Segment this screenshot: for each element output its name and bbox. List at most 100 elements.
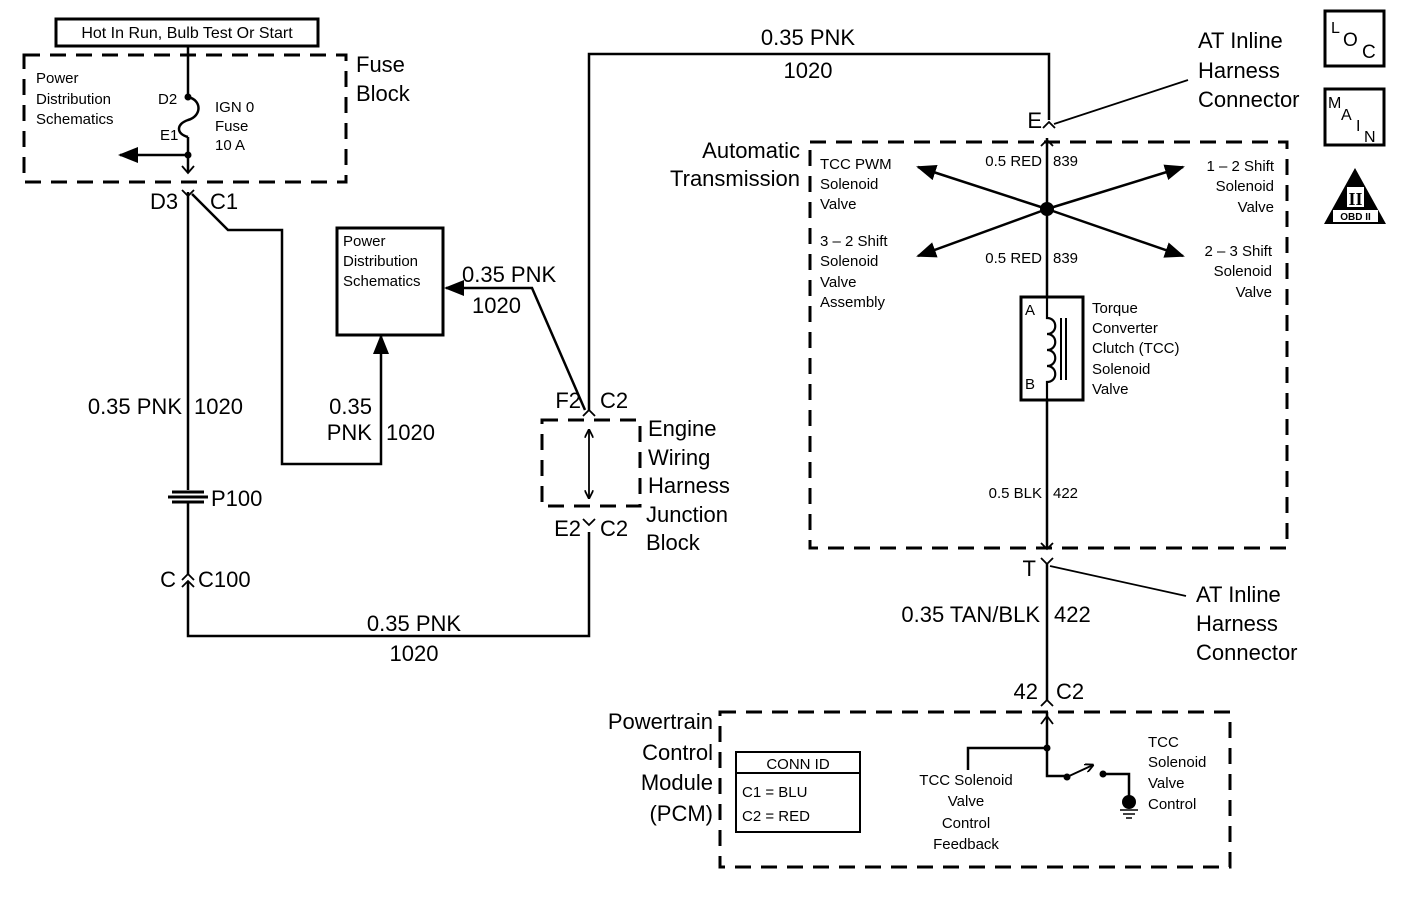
shift-12-label-2: Solenoid xyxy=(1216,178,1274,195)
wire-top-gauge: 0.35 PNK xyxy=(761,25,855,50)
loc-letter-l: L xyxy=(1331,20,1340,37)
feedback-label-3: Control xyxy=(942,815,990,832)
pds-box-label-3: Schematics xyxy=(343,273,421,290)
junction-label-5: Block xyxy=(646,530,701,555)
pcm-label-4: (PCM) xyxy=(649,801,713,826)
fuse-block-label-2: Block xyxy=(356,81,411,106)
main-letter-i: I xyxy=(1356,118,1360,135)
tcc-pwm-label-1: TCC PWM xyxy=(820,156,892,173)
inline-top-connector-icon xyxy=(1042,120,1056,129)
wire-pds-side-circuit: 1020 xyxy=(472,293,521,318)
arrow-tcc-pwm xyxy=(916,164,1048,211)
power-source-box: Hot In Run, Bulb Test Or Start xyxy=(54,17,320,48)
power-source-label: Hot In Run, Bulb Test Or Start xyxy=(81,25,293,42)
wire-bottom-gauge: 0.35 PNK xyxy=(367,611,461,636)
tcc-label-3: Clutch (TCC) xyxy=(1092,340,1180,357)
wire-to-switch xyxy=(1045,748,1067,778)
junction-bottom-conn: C2 xyxy=(600,516,628,541)
trans-lower-gauge: 0.5 RED xyxy=(985,250,1042,267)
pcm-pin: 42 xyxy=(1014,679,1038,704)
junction-top-connector-icon xyxy=(582,408,596,417)
trans-upper-circuit: 839 xyxy=(1053,153,1078,170)
inline-bottom-label-1: AT Inline xyxy=(1196,582,1281,607)
inline-bottom-connector-icon xyxy=(1040,557,1054,566)
shift-12-label-3: Valve xyxy=(1238,199,1274,216)
obd-numeral-bg xyxy=(1347,187,1364,207)
arrow-shift-32 xyxy=(916,207,1048,258)
ground-node xyxy=(1122,795,1136,809)
inline-bottom-label-2: Harness xyxy=(1196,611,1278,636)
junction-top-conn: C2 xyxy=(600,388,628,413)
shift-23-label-3: Valve xyxy=(1236,284,1272,301)
conn-pin-d3: D3 xyxy=(150,189,178,214)
pds-box-label-2: Distribution xyxy=(343,253,418,270)
fuse-pin-d2: D2 xyxy=(158,91,177,108)
inline-top-pin: E xyxy=(1027,108,1042,133)
ground-icon xyxy=(1120,809,1138,819)
junction-label-1: Engine xyxy=(648,416,717,441)
fuse-pin-e1: E1 xyxy=(160,127,178,144)
loc-icon-frame xyxy=(1323,9,1386,68)
wire-left-gauge: 0.35 PNK xyxy=(88,394,182,419)
control-label-3: Valve xyxy=(1148,775,1184,792)
inline-top-leader xyxy=(1053,79,1189,125)
main-icon-frame xyxy=(1323,87,1386,147)
tcc-pwm-label-2: Solenoid xyxy=(820,176,878,193)
conn-id-row-2: C2 = RED xyxy=(742,808,810,825)
wire-pds-side-gauge: 0.35 PNK xyxy=(462,262,556,287)
main-letter-n: N xyxy=(1364,129,1376,146)
tcc-label-1: Torque xyxy=(1092,300,1138,317)
wire-to-ground xyxy=(1103,772,1131,796)
inline-top-label-1: AT Inline xyxy=(1198,28,1283,53)
loc-letter-o: O xyxy=(1343,30,1358,51)
c100-id: C100 xyxy=(198,567,251,592)
fuse-block-pds-1: Power xyxy=(36,70,79,87)
loc-letter-c: C xyxy=(1362,42,1376,63)
tcc-pin-b: B xyxy=(1025,376,1035,393)
main-letter-a: A xyxy=(1341,107,1352,124)
wire-pds-bottom-gauge-1: 0.35 xyxy=(329,394,372,419)
pcm-label-3: Module xyxy=(641,770,713,795)
fuse-name-1: IGN 0 xyxy=(215,99,254,116)
conn-id-c1: C1 xyxy=(210,189,238,214)
splice-icon xyxy=(168,490,208,504)
junction-label-2: Wiring xyxy=(648,445,710,470)
shift-12-label-1: 1 – 2 Shift xyxy=(1206,158,1274,175)
fuse-icon xyxy=(177,95,200,139)
inline-top-label-3: Connector xyxy=(1198,87,1300,112)
obd-ii-icon: II OBD II xyxy=(1324,168,1386,224)
conn-id-table: CONN ID C1 = BLU C2 = RED xyxy=(735,751,861,833)
inline-bottom-label-3: Connector xyxy=(1196,640,1298,665)
transmission-label-2: Transmission xyxy=(670,166,800,191)
wire-top-run xyxy=(587,52,1051,410)
inline-top-label-2: Harness xyxy=(1198,58,1280,83)
fuse-name-2: Fuse xyxy=(215,118,248,135)
obd-label: OBD II xyxy=(1340,212,1371,223)
wire-bottom-run xyxy=(186,532,591,638)
pcm-frame xyxy=(718,710,1232,869)
tcc-coil-icon xyxy=(1045,297,1057,400)
junction-block-frame xyxy=(540,418,642,508)
wire-top-circuit: 1020 xyxy=(784,58,833,83)
trans-ground-circuit: 422 xyxy=(1053,485,1078,502)
wire-to-pds-side xyxy=(444,280,587,411)
wire-pds-bottom-gauge-2: PNK xyxy=(327,420,373,445)
tcc-label-4: Solenoid xyxy=(1092,361,1150,378)
pds-box-label-1: Power xyxy=(343,233,386,250)
tcc-label-2: Converter xyxy=(1092,320,1158,337)
conn-id-title: CONN ID xyxy=(766,756,830,773)
control-label-2: Solenoid xyxy=(1148,754,1206,771)
control-label-4: Control xyxy=(1148,796,1196,813)
pcm-feed-circuit: 422 xyxy=(1054,602,1091,627)
shift-23-label-2: Solenoid xyxy=(1214,263,1272,280)
splice-p100: P100 xyxy=(168,486,262,511)
wire-feedback xyxy=(966,712,1049,770)
transmission-label-1: Automatic xyxy=(702,138,800,163)
fuse-block: Fuse Block Power Distribution Schematics… xyxy=(22,47,411,184)
conn-id-row-1: C1 = BLU xyxy=(742,784,807,801)
control-label-1: TCC xyxy=(1148,734,1179,751)
tcc-pwm-label-3: Valve xyxy=(820,196,856,213)
tcc-solenoid: A B Torque Converter Clutch (TCC) Soleno… xyxy=(1019,295,1180,402)
shift-23-label-1: 2 – 3 Shift xyxy=(1204,243,1272,260)
